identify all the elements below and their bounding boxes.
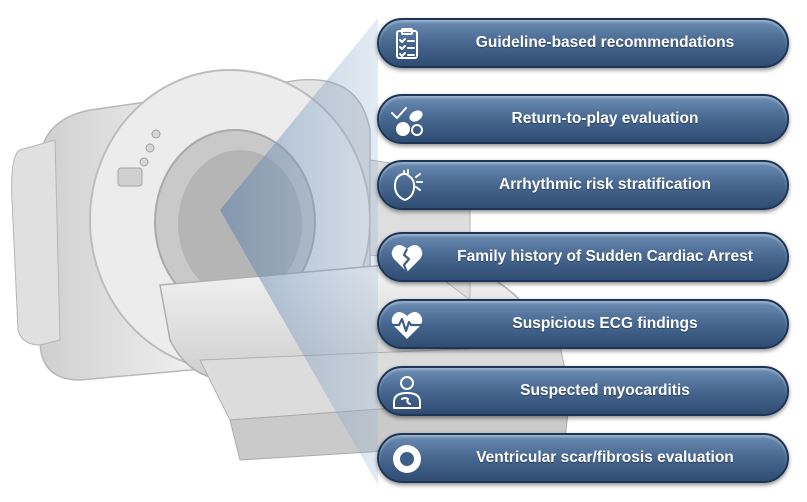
heart-arrhythmia-icon [388,167,426,205]
recommendation-pill-return-to-play: Return-to-play evaluation [377,94,789,144]
recommendation-pill-arrhythmic-risk: Arrhythmic risk stratification [377,160,789,210]
pill-label: Family history of Sudden Cardiac Arrest [457,248,753,265]
recommendation-pill-guideline: Guideline-based recommendations [377,18,789,68]
sports-checkmark-icon [388,101,426,139]
clipboard-checklist-icon [388,25,426,63]
broken-heart-icon [388,239,426,277]
pill-label: Guideline-based recommendations [475,34,735,51]
recommendation-pill-myocarditis: Suspected myocarditis [377,366,789,416]
pill-label: Ventricular scar/fibrosis evaluation [476,449,734,466]
pill-label: Suspicious ECG findings [512,315,698,332]
recommendation-pill-family-history: Family history of Sudden Cardiac Arrest [377,232,789,282]
pill-label: Suspected myocarditis [520,382,690,399]
recommendation-pill-ecg: Suspicious ECG findings [377,299,789,349]
ring-scar-icon [388,440,426,478]
recommendation-pill-scar-fibrosis: Ventricular scar/fibrosis evaluation [377,433,789,483]
pill-label: Arrhythmic risk stratification [499,176,711,193]
person-chest-pain-icon [388,373,426,411]
pill-label: Return-to-play evaluation [511,110,699,127]
heart-ecg-icon [388,306,426,344]
